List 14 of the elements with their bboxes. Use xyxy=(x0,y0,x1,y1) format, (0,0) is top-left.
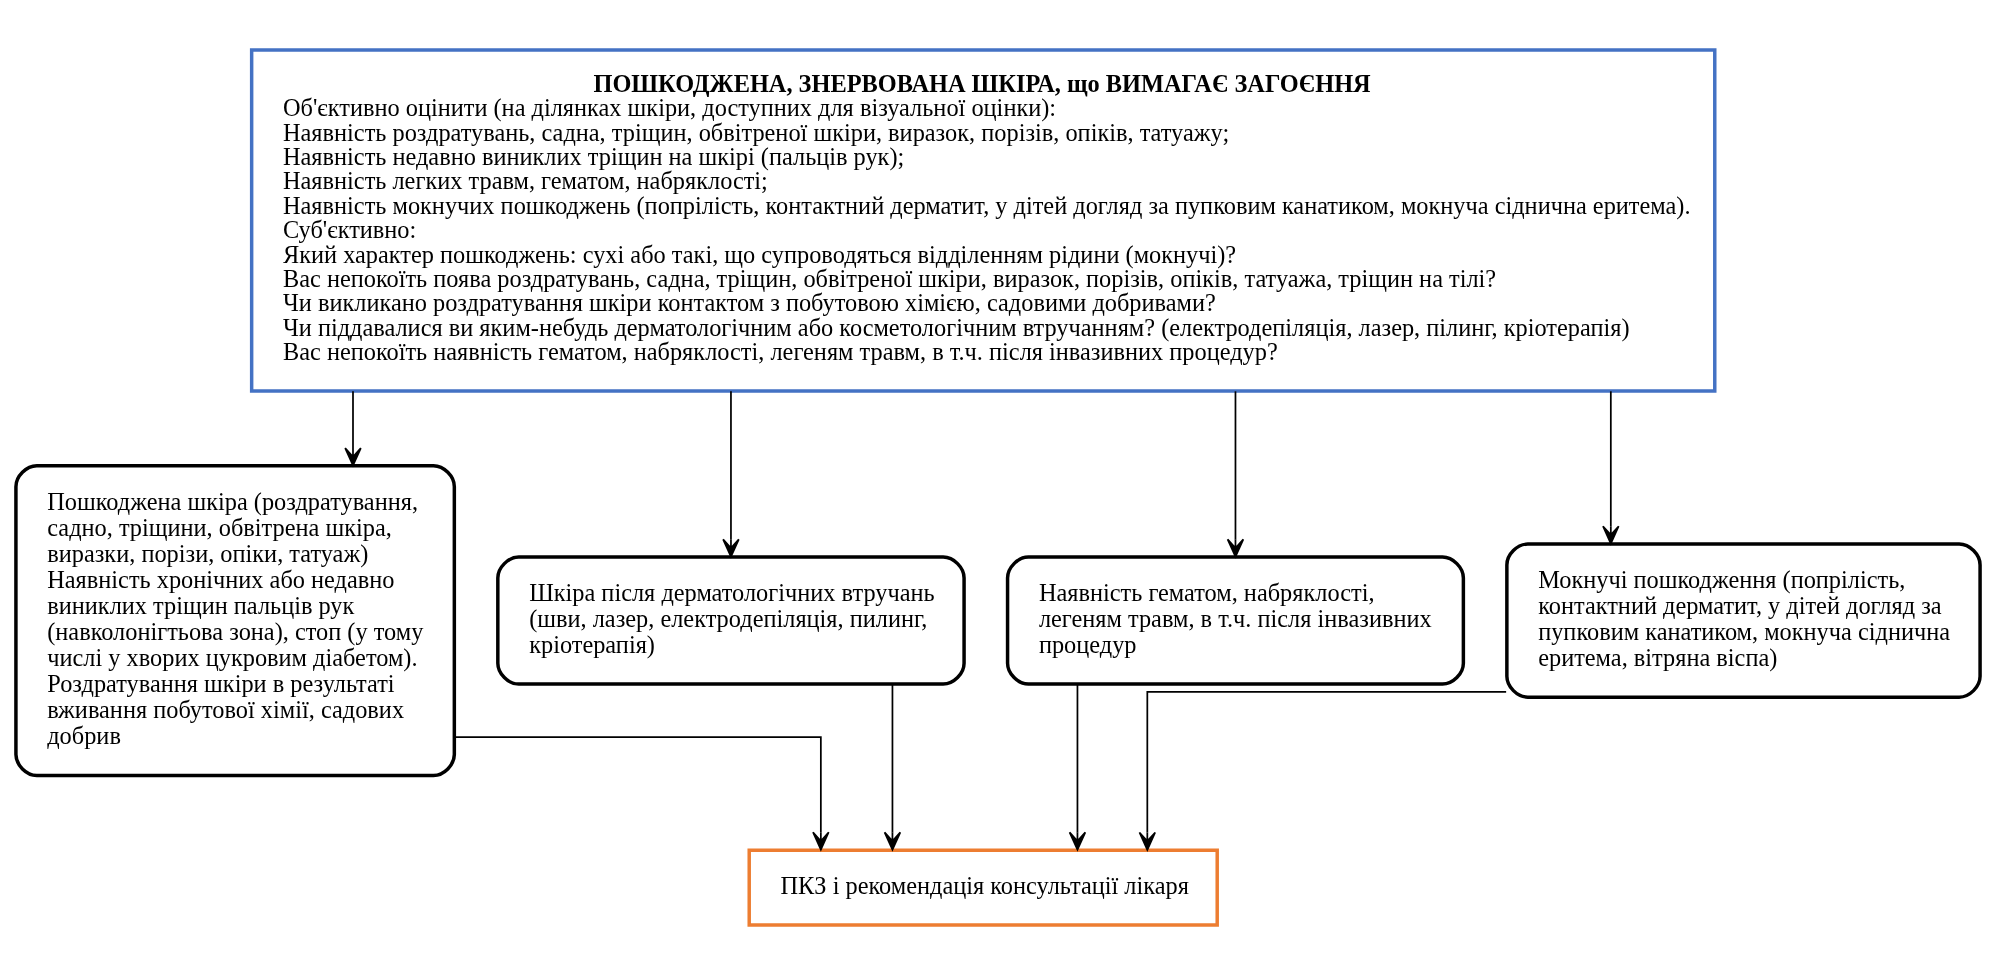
arrow xyxy=(722,389,740,558)
node-box: Шкіра після дерматологічних втручань (шви, лазер, електродепіляція, пилинг, кріотерапія) xyxy=(496,554,966,686)
arrow xyxy=(344,389,362,466)
node-box: ПКЗ і рекомендація консультації лікаря xyxy=(747,848,1219,927)
node-box: Наявність гематом, набряклості, легеням травм, в т.ч. після інвазивних процедур xyxy=(1005,554,1466,686)
arrow xyxy=(883,683,902,851)
arrow xyxy=(1068,683,1087,851)
arrow xyxy=(1138,690,1507,851)
arrow xyxy=(454,735,830,851)
arrow xyxy=(1602,389,1620,544)
node-box: Мокнучі пошкодження (попрілість, контактний дерматит, у дітей догляд за пупковим канатиком, мокнуча сіднична еритема, вітряна віспа) xyxy=(1505,541,1982,699)
arrow xyxy=(1226,389,1245,558)
node-box: ПОШКОДЖЕНА, ЗНЕРВОВАНА ШКІРА, що ВИМАГАЄ ЗАГОЄННЯ Об'єктивно оцінити (на ділянках шкіри, доступних для візуальної оцінки): Наявність роздратувань, садна, тріщин, обвітреної шкіри, виразок, порізів, опіків, татуажу; Наявність недавно виниклих тріщин на шкірі (пальців рук); Наявність легких травм, гематом, набряклості; Наявність мокнучих пошкоджень (попрілість, контактний дерматит, у дітей догляд за пупковим канатиком, мокнуча сіднична еритема). Суб'єктивно: Який характер пошкоджень: сухі або такі, що супроводяться відділенням рідини (мокнучі)? Вас непокоїть поява роздратувань, садна, тріщин, обвітреної шкіри, виразок, порізів, опіків, татуажа, тріщин на тілі? Чи викликано роздратування шкіри контактом з побутовою хімією, садовими добривами? Чи піддавалися ви яким-небудь дерматологічним або косметологічним втручанням? (електродепіляція, лазер, пілинг, кріотерапія) Вас непокоїть наявність гематом, набряклості, легеням травм, в т.ч. після інвазивних процедур? xyxy=(249,47,1717,393)
node-box: Пошкоджена шкіра (роздратування, садно, тріщини, обвітрена шкіра, виразки, порізи, опіки, татуаж) Наявність хронічних або недавно виниклих тріщин пальців рук (навколонігтьова зона), стоп (у тому числі у хворих цукровим діабетом). Роздратування шкіри в результаті вживання побутової хімії, садових добрив xyxy=(14,463,457,777)
